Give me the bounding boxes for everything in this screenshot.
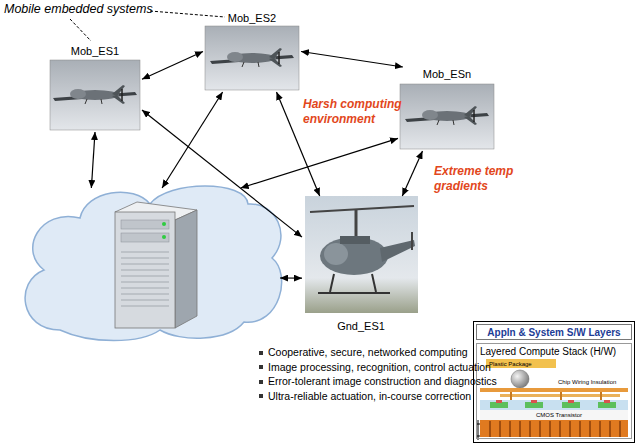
server-icon	[115, 202, 197, 328]
bullet-marker	[259, 365, 263, 369]
network-link	[162, 92, 223, 188]
bullet-item: Error-tolerant image construction and di…	[268, 375, 497, 388]
node-label: Mob_ES2	[228, 11, 276, 25]
software-layer-box: Appln & System S/W Layers	[476, 324, 632, 340]
cloud	[25, 186, 282, 341]
layer-label: CMOS Transistor	[536, 411, 582, 420]
environment-note: Extreme temp gradients	[434, 164, 522, 193]
network-link	[301, 52, 403, 68]
drone-node: Mob_ES1	[48, 44, 142, 132]
leader-line	[150, 11, 225, 17]
leader-line	[70, 19, 91, 41]
layer-label: Chip Wiring Insulation	[558, 378, 616, 387]
environment-note: Harsh computing environment	[303, 97, 403, 126]
network-link	[280, 277, 302, 278]
helicopter-photo	[305, 196, 418, 313]
compute-stack-art	[476, 359, 628, 440]
node-label: Mob_ESn	[423, 67, 471, 81]
hardware-stack-box: Layered Compute Stack (H/W)	[476, 343, 632, 439]
node-label: Gnd_ES1	[337, 319, 385, 333]
node-label: Appln & System S/W Layers	[487, 326, 620, 339]
layer-label: Plastic Package	[489, 360, 532, 369]
cloud-server-node	[18, 188, 280, 338]
network-link	[241, 138, 398, 188]
bullet-item: Cooperative, secure, networked computing	[268, 346, 468, 359]
drone-photo	[205, 26, 299, 90]
node-label: Mob_ES1	[71, 44, 119, 58]
group-caption: Mobile embedded systems	[4, 2, 153, 17]
helicopter-node: Gnd_ES1	[302, 196, 420, 333]
bullet-item: Image processing, recognition, control a…	[268, 361, 491, 374]
bullet-marker	[259, 380, 263, 384]
network-link	[142, 52, 203, 80]
network-link	[142, 110, 302, 237]
drone-photo	[50, 60, 140, 130]
drone-node: Mob_ESn	[398, 67, 496, 151]
bullet-marker	[259, 351, 263, 355]
bullet-item: Ultra-reliable actuation, in-course corr…	[268, 390, 471, 403]
node-label: Layered Compute Stack (H/W)	[480, 345, 616, 358]
drone-photo	[400, 84, 494, 149]
network-link	[91, 132, 95, 188]
stack-panel	[474, 322, 635, 443]
bullet-marker	[259, 394, 263, 398]
network-link	[402, 151, 422, 196]
drone-node: Mob_ES2	[203, 11, 301, 92]
